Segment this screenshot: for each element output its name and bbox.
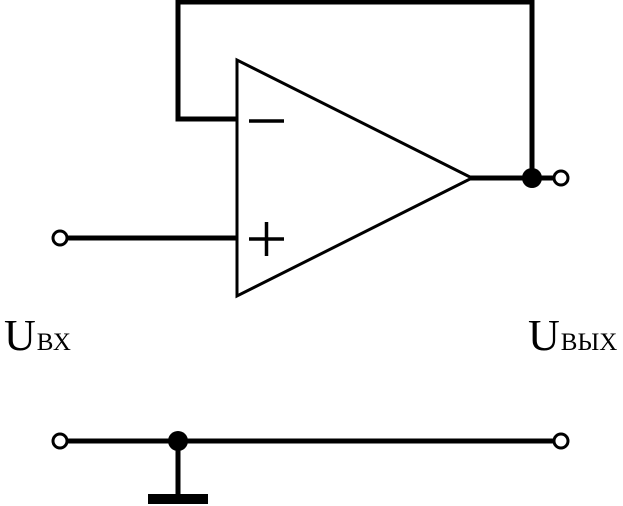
ground-junction-dot <box>168 431 188 451</box>
output-terminal <box>552 169 570 187</box>
output-voltage-symbol: U <box>528 311 560 360</box>
output-junction-dot <box>522 168 542 188</box>
output-voltage-subscript: ВЫХ <box>560 329 618 356</box>
ground-symbol <box>148 494 208 504</box>
op-amp-triangle <box>235 57 476 299</box>
input-voltage-label: UВХ <box>4 314 71 358</box>
input-voltage-subscript: ВХ <box>36 329 71 356</box>
input-voltage-symbol: U <box>4 311 36 360</box>
common-input-terminal <box>51 432 69 450</box>
input-terminal <box>51 229 69 247</box>
output-voltage-label: UВЫХ <box>528 314 617 358</box>
non-inverting-input-sign <box>249 222 284 256</box>
feedback-wire <box>175 0 535 178</box>
common-output-terminal <box>552 432 570 450</box>
